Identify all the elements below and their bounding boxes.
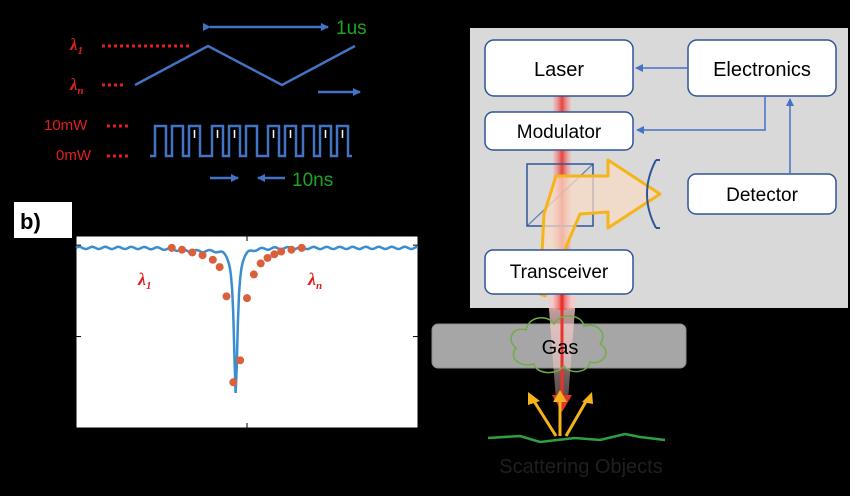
sample-point xyxy=(263,253,272,262)
scatter-arrow-right-head xyxy=(582,392,593,404)
detector-lens xyxy=(646,159,657,229)
period-label: 1us xyxy=(336,18,367,39)
sample-point xyxy=(256,259,265,268)
y-tick-label-1: 1 xyxy=(62,243,70,260)
scattering-objects-label: Scattering Objects xyxy=(499,456,662,478)
pulse-markers xyxy=(193,130,344,138)
power-high-label: 10mW xyxy=(44,117,88,134)
laser-label: Laser xyxy=(534,59,584,81)
x-axis-label: Wavelength [um] xyxy=(184,460,311,479)
x-tick-label-0: 1.6505 xyxy=(53,439,99,456)
sample-point xyxy=(178,245,187,254)
axis-ticks xyxy=(75,236,419,429)
transceiver-label: Transceiver xyxy=(510,262,609,283)
y-tick-label-05: 0.5 xyxy=(49,332,70,349)
laser-box xyxy=(484,39,634,97)
return-beam xyxy=(538,158,662,298)
sample-point xyxy=(167,243,176,252)
y-tick-label-0: 0 xyxy=(62,421,70,438)
gas-cloud xyxy=(510,315,607,374)
wavelength-sweep-signal xyxy=(134,44,356,87)
scatter-arrow-right xyxy=(564,397,590,437)
power-low-label: 0mW xyxy=(56,147,92,164)
modulation-pulse-train xyxy=(150,124,352,158)
lambda-n-label: λn xyxy=(69,75,84,97)
sample-points xyxy=(167,243,306,387)
detector-label: Detector xyxy=(726,185,798,206)
scatter-arrow-up-head xyxy=(553,390,567,402)
chart-lambda-1-label: λ1 xyxy=(137,269,152,292)
pulse-width-label: 10ns xyxy=(292,170,333,191)
modulator-label: Modulator xyxy=(517,122,602,143)
modulator-box xyxy=(484,111,634,151)
sample-point xyxy=(249,270,258,279)
electronics-label: Electronics xyxy=(713,59,811,81)
transceiver-box xyxy=(484,249,634,295)
scattering-surface xyxy=(487,432,666,444)
system-diagram: Laser Electronics Modulator Detector Tra… xyxy=(431,28,848,478)
sample-point xyxy=(287,245,296,254)
x-tick-label-2: 1.6515 xyxy=(395,439,441,456)
detector-box xyxy=(687,173,837,215)
sample-point xyxy=(222,292,231,301)
plot-area xyxy=(75,235,419,429)
y-axis-label: Transmission xyxy=(25,280,44,380)
sample-point xyxy=(198,251,207,260)
x-tick-label-1: 1.651 xyxy=(228,439,266,456)
scatter-arrow-left xyxy=(530,397,558,437)
chart-lambda-n-label: λn xyxy=(307,269,322,292)
electronics-to-modulator-arrow xyxy=(636,96,766,134)
sample-point xyxy=(229,378,238,387)
transmission-curve xyxy=(75,245,419,394)
sample-point xyxy=(243,294,251,303)
sample-point xyxy=(236,356,245,365)
sample-point xyxy=(270,250,279,259)
panel-b-tag-box xyxy=(14,202,72,238)
sample-point xyxy=(208,255,217,264)
scatter-arrow-left-head xyxy=(528,392,540,405)
gas-label: Gas xyxy=(542,337,579,359)
sample-point xyxy=(188,248,197,257)
lambda-1-label: λ1 xyxy=(69,35,83,57)
panel-b-tag: b) xyxy=(20,209,41,234)
sample-point xyxy=(297,243,306,252)
sample-point xyxy=(215,263,224,272)
panel-b: b) λ1 λn 0 0.5 1 1.6505 1.651 1.6515 Wav… xyxy=(14,202,441,479)
sample-point xyxy=(277,247,286,256)
waveform-panel: λ1 λn 1us 10mW 0mW 10ns xyxy=(44,18,367,191)
